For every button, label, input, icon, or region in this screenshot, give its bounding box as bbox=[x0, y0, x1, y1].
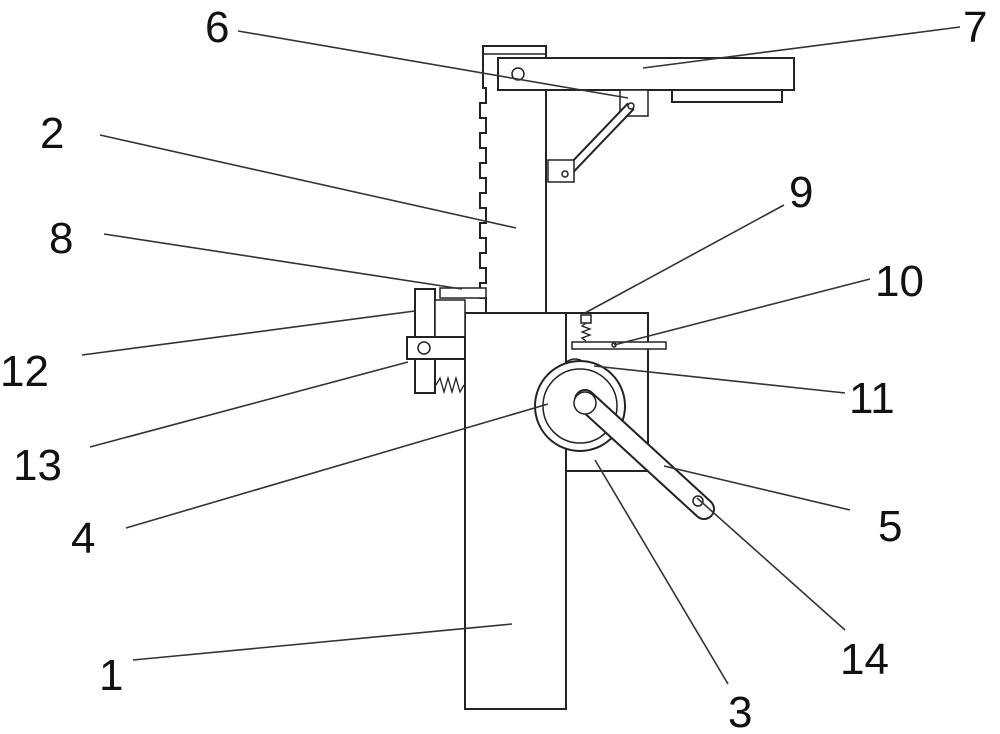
label-7: 7 bbox=[963, 3, 987, 52]
brace-bracket-lower bbox=[547, 159, 575, 183]
stopper-spring bbox=[580, 322, 592, 342]
brace-bracket-upper bbox=[619, 89, 649, 117]
crank-knob bbox=[692, 495, 704, 507]
leader-14 bbox=[696, 497, 846, 631]
stopper-block bbox=[580, 314, 592, 324]
latch-inner bbox=[434, 299, 466, 343]
leader-10 bbox=[613, 278, 871, 346]
label-2: 2 bbox=[40, 109, 64, 158]
latch-pivot-block bbox=[406, 336, 466, 360]
label-12: 12 bbox=[0, 347, 49, 396]
leader-8 bbox=[103, 233, 463, 290]
label-5: 5 bbox=[878, 502, 902, 551]
label-10: 10 bbox=[875, 257, 924, 306]
label-1: 1 bbox=[99, 651, 123, 700]
leader-12 bbox=[81, 310, 416, 356]
latch-pivot bbox=[417, 341, 431, 355]
leader-5 bbox=[663, 465, 851, 511]
brace-link-fill bbox=[562, 103, 634, 178]
crank-hub bbox=[573, 391, 597, 415]
label-9: 9 bbox=[789, 168, 813, 217]
top-arm bbox=[497, 57, 795, 91]
latch-spring bbox=[435, 375, 465, 395]
top-arm-pivot bbox=[511, 67, 525, 81]
label-6: 6 bbox=[205, 3, 229, 52]
label-14: 14 bbox=[840, 635, 889, 684]
brace-pin-upper bbox=[627, 102, 635, 110]
horizontal-bar bbox=[571, 341, 667, 350]
label-3: 3 bbox=[728, 688, 752, 734]
leader-4 bbox=[125, 403, 549, 529]
leader-1 bbox=[132, 623, 513, 661]
label-11: 11 bbox=[849, 374, 895, 423]
leader-7 bbox=[642, 26, 961, 69]
label-13: 13 bbox=[13, 441, 62, 490]
label-4: 4 bbox=[71, 514, 95, 563]
label-8: 8 bbox=[49, 214, 73, 263]
leader-9 bbox=[584, 204, 785, 314]
leader-2 bbox=[99, 134, 517, 229]
leader-6 bbox=[237, 30, 629, 99]
leader-3 bbox=[594, 459, 729, 685]
brace-pin-lower bbox=[561, 170, 569, 178]
pawl-plate bbox=[439, 287, 487, 299]
crank-handle-fill bbox=[576, 391, 713, 518]
leader-11 bbox=[593, 365, 846, 394]
leader-13 bbox=[89, 361, 409, 448]
top-arm-pad bbox=[671, 89, 783, 103]
